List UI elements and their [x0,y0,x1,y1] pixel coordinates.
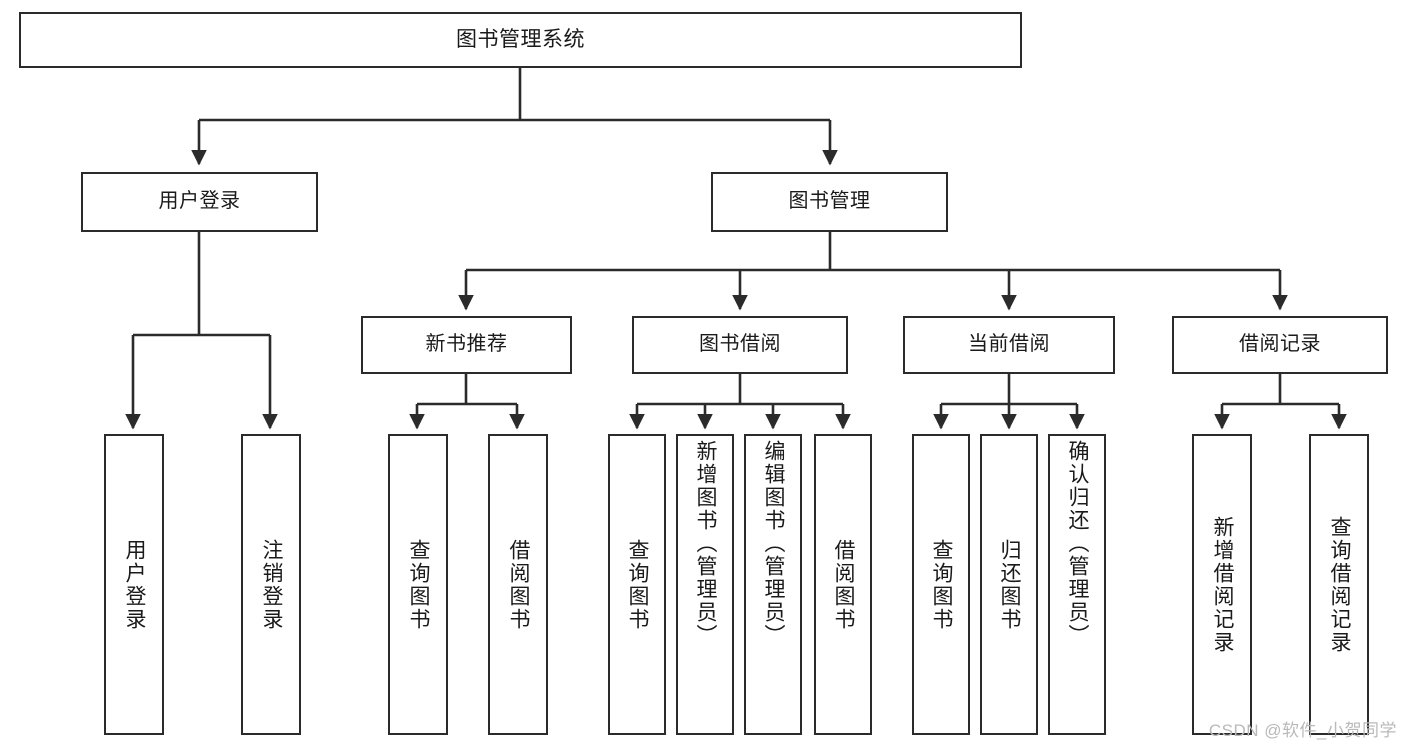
leaf-recommend-borrow-book-label: 借阅图书 [507,538,531,631]
leaf-recommend-query-book[interactable]: 查询图书 [388,434,448,735]
leaf-current-return-book-label: 归还图书 [998,538,1022,631]
node-current-borrow[interactable]: 当前借阅 [903,316,1115,374]
leaf-recommend-query-book-label: 查询图书 [407,538,431,631]
node-book-borrow-label: 图书借阅 [699,333,781,356]
leaf-user-login-login[interactable]: 用户登录 [104,434,164,735]
leaf-record-query-record[interactable]: 查询借阅记录 [1309,434,1369,735]
leaf-borrow-edit-book[interactable]: 编辑图书（管理员） [744,434,802,735]
node-borrow-record[interactable]: 借阅记录 [1172,316,1388,374]
leaf-recommend-borrow-book[interactable]: 借阅图书 [488,434,548,735]
node-new-book-recommend-label: 新书推荐 [425,333,508,356]
leaf-current-confirm-return[interactable]: 确认归还（管理员） [1048,434,1106,735]
leaf-borrow-borrow-book[interactable]: 借阅图书 [814,434,872,735]
node-root[interactable]: 图书管理系统 [19,12,1022,68]
leaf-borrow-query-book-label: 查询图书 [626,538,650,631]
leaf-borrow-add-book[interactable]: 新增图书（管理员） [676,434,734,735]
node-new-book-recommend[interactable]: 新书推荐 [361,316,572,374]
node-root-label: 图书管理系统 [456,27,585,51]
leaf-user-login-logout[interactable]: 注销登录 [241,434,301,735]
node-current-borrow-label: 当前借阅 [968,333,1050,356]
node-user-login-label: 用户登录 [158,190,241,213]
leaf-record-query-record-label: 查询借阅记录 [1328,515,1352,654]
leaf-user-login-login-label: 用户登录 [123,538,147,631]
node-user-login[interactable]: 用户登录 [81,172,318,232]
leaf-current-query-book[interactable]: 查询图书 [912,434,970,735]
leaf-record-add-record-label: 新增借阅记录 [1211,515,1235,654]
leaf-user-login-logout-label: 注销登录 [260,538,284,631]
leaf-current-query-book-label: 查询图书 [930,538,954,631]
leaf-current-return-book[interactable]: 归还图书 [980,434,1038,735]
leaf-record-add-record[interactable]: 新增借阅记录 [1192,434,1252,735]
node-book-borrow[interactable]: 图书借阅 [632,316,848,374]
node-borrow-record-label: 借阅记录 [1239,333,1321,356]
leaf-borrow-add-book-label: 新增图书（管理员） [694,440,718,647]
leaf-borrow-edit-book-label: 编辑图书（管理员） [762,440,786,647]
node-book-management-label: 图书管理 [788,190,871,213]
leaf-current-confirm-return-label: 确认归还（管理员） [1066,440,1090,647]
leaf-borrow-query-book[interactable]: 查询图书 [608,434,666,735]
node-book-management[interactable]: 图书管理 [711,172,948,232]
leaf-borrow-borrow-book-label: 借阅图书 [832,538,856,631]
